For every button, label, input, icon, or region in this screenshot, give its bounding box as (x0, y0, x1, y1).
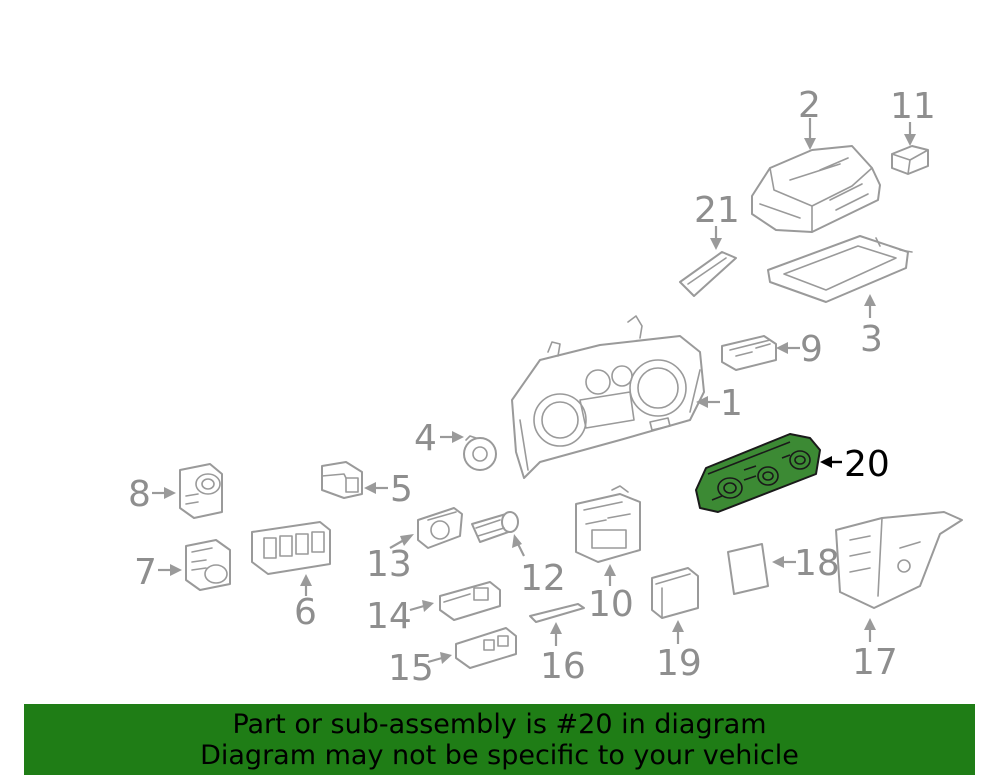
callout-10: 10 (588, 584, 634, 625)
part-10-module[interactable] (575, 485, 641, 563)
part-4-knob[interactable] (463, 435, 497, 471)
callout-4: 4 (414, 418, 437, 459)
part-21-bracket[interactable] (679, 251, 737, 297)
part-9-switch[interactable] (721, 335, 777, 371)
part-17-bracket[interactable] (835, 511, 963, 609)
callout-3: 3 (860, 319, 883, 360)
callout-18: 18 (794, 543, 840, 584)
part-11-clip[interactable] (891, 145, 929, 175)
callout-16: 16 (540, 646, 586, 687)
part-13-bezel[interactable] (417, 507, 463, 549)
callout-21: 21 (694, 190, 740, 231)
part-2-cluster-hood[interactable] (751, 145, 881, 233)
callout-11: 11 (890, 86, 936, 127)
part-12-socket[interactable] (471, 511, 519, 543)
callout-7: 7 (134, 552, 157, 593)
callout-6: 6 (294, 592, 317, 633)
callout-2: 2 (798, 85, 821, 126)
part-3-tray[interactable] (767, 235, 913, 303)
callout-8: 8 (128, 474, 151, 515)
callout-13: 13 (366, 544, 412, 585)
info-banner: Part or sub-assembly is #20 in diagram D… (24, 704, 975, 775)
part-15-switch[interactable] (455, 627, 517, 669)
part-1-instrument-cluster[interactable] (511, 315, 705, 479)
callout-19: 19 (656, 643, 702, 684)
part-14-switch[interactable] (439, 581, 501, 621)
part-19-module[interactable] (651, 567, 699, 619)
callout-9: 9 (800, 329, 823, 370)
callout-17: 17 (852, 642, 898, 683)
parts-diagram: 1 2 3 4 5 6 7 8 9 10 11 12 13 14 15 16 1… (128, 85, 963, 689)
banner-line-1: Part or sub-assembly is #20 in diagram (232, 708, 767, 740)
part-5-switch[interactable] (321, 461, 363, 499)
part-7-switch[interactable] (185, 539, 231, 591)
callout-5: 5 (390, 469, 413, 510)
part-6-switch-bank[interactable] (251, 521, 331, 575)
callout-1: 1 (720, 383, 743, 424)
callout-14: 14 (366, 596, 412, 637)
callout-12: 12 (520, 558, 566, 599)
callout-15: 15 (388, 648, 434, 689)
part-16-strip[interactable] (529, 603, 585, 623)
banner-line-2: Diagram may not be specific to your vehi… (200, 739, 799, 771)
part-18-pad[interactable] (727, 543, 769, 595)
part-20-climate-control-highlighted[interactable] (695, 433, 821, 513)
part-8-switch[interactable] (179, 463, 223, 519)
callout-20: 20 (844, 444, 890, 485)
